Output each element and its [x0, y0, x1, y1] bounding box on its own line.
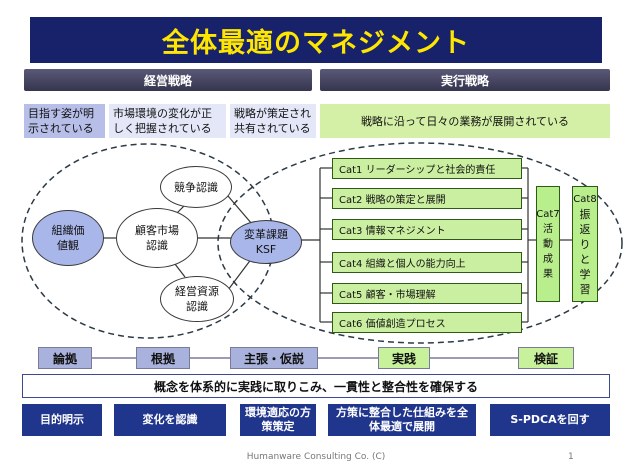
step-verification: 検証 — [518, 347, 574, 369]
node-resources: 経営資源認識 — [160, 276, 234, 322]
step-grounds: 根拠 — [136, 347, 190, 369]
category-box-4: Cat4 組織と個人の能力向上 — [332, 252, 522, 273]
node-ksf: 変革課題KSF — [230, 220, 302, 264]
strategy-shared-box: 戦略が策定され共有されている — [230, 104, 316, 138]
vision-box: 目指す姿が明示されている — [24, 104, 105, 138]
bottom-box-adaptation: 環境適応の方策策定 — [240, 404, 316, 436]
summary-banner: 概念を体系的に実践に取りこみ、一貫性と整合性を確保する — [22, 374, 610, 398]
page-title: 全体最適のマネジメント — [30, 17, 602, 63]
category-box-3: Cat3 情報マネジメント — [332, 219, 522, 240]
bottom-box-deployment: 方策に整合した仕組みを全体最適で展開 — [328, 404, 476, 436]
execution-dashed-ellipse — [217, 142, 623, 344]
step-rationale: 論拠 — [38, 347, 92, 369]
bottom-box-recognize-change: 変化を認識 — [114, 404, 226, 436]
connector-resources-ksf — [227, 257, 253, 291]
section-header-strategy: 経営戦略 — [24, 69, 312, 91]
category-box-5: Cat5 顧客・市場理解 — [332, 283, 522, 304]
category-box-1: Cat1 リーダーシップと社会的責任 — [332, 158, 522, 179]
connector-competition-ksf — [227, 195, 253, 225]
bottom-box-spdca: S-PDCAを回す — [490, 404, 610, 436]
section-header-execution: 実行戦略 — [320, 69, 610, 91]
node-competition: 競争認識 — [160, 166, 232, 208]
page-number: 1 — [568, 452, 574, 462]
category-box-6: Cat6 価値創造プロセス — [332, 312, 522, 333]
bottom-box-purpose: 目的明示 — [22, 404, 102, 436]
execution-box: 戦略に沿って日々の業務が展開されている — [320, 104, 610, 138]
node-customer-market: 顧客市場認識 — [116, 208, 198, 268]
step-practice: 実践 — [378, 347, 430, 369]
node-values: 組織価値観 — [32, 210, 104, 266]
market-awareness-box: 市場環境の変化が正しく把握されている — [109, 104, 226, 138]
category-box-2: Cat2 戦略の策定と展開 — [332, 188, 522, 209]
step-hypothesis: 主張・仮説 — [230, 347, 318, 369]
footer-copyright: Humanware Consulting Co. (C) — [246, 452, 386, 462]
